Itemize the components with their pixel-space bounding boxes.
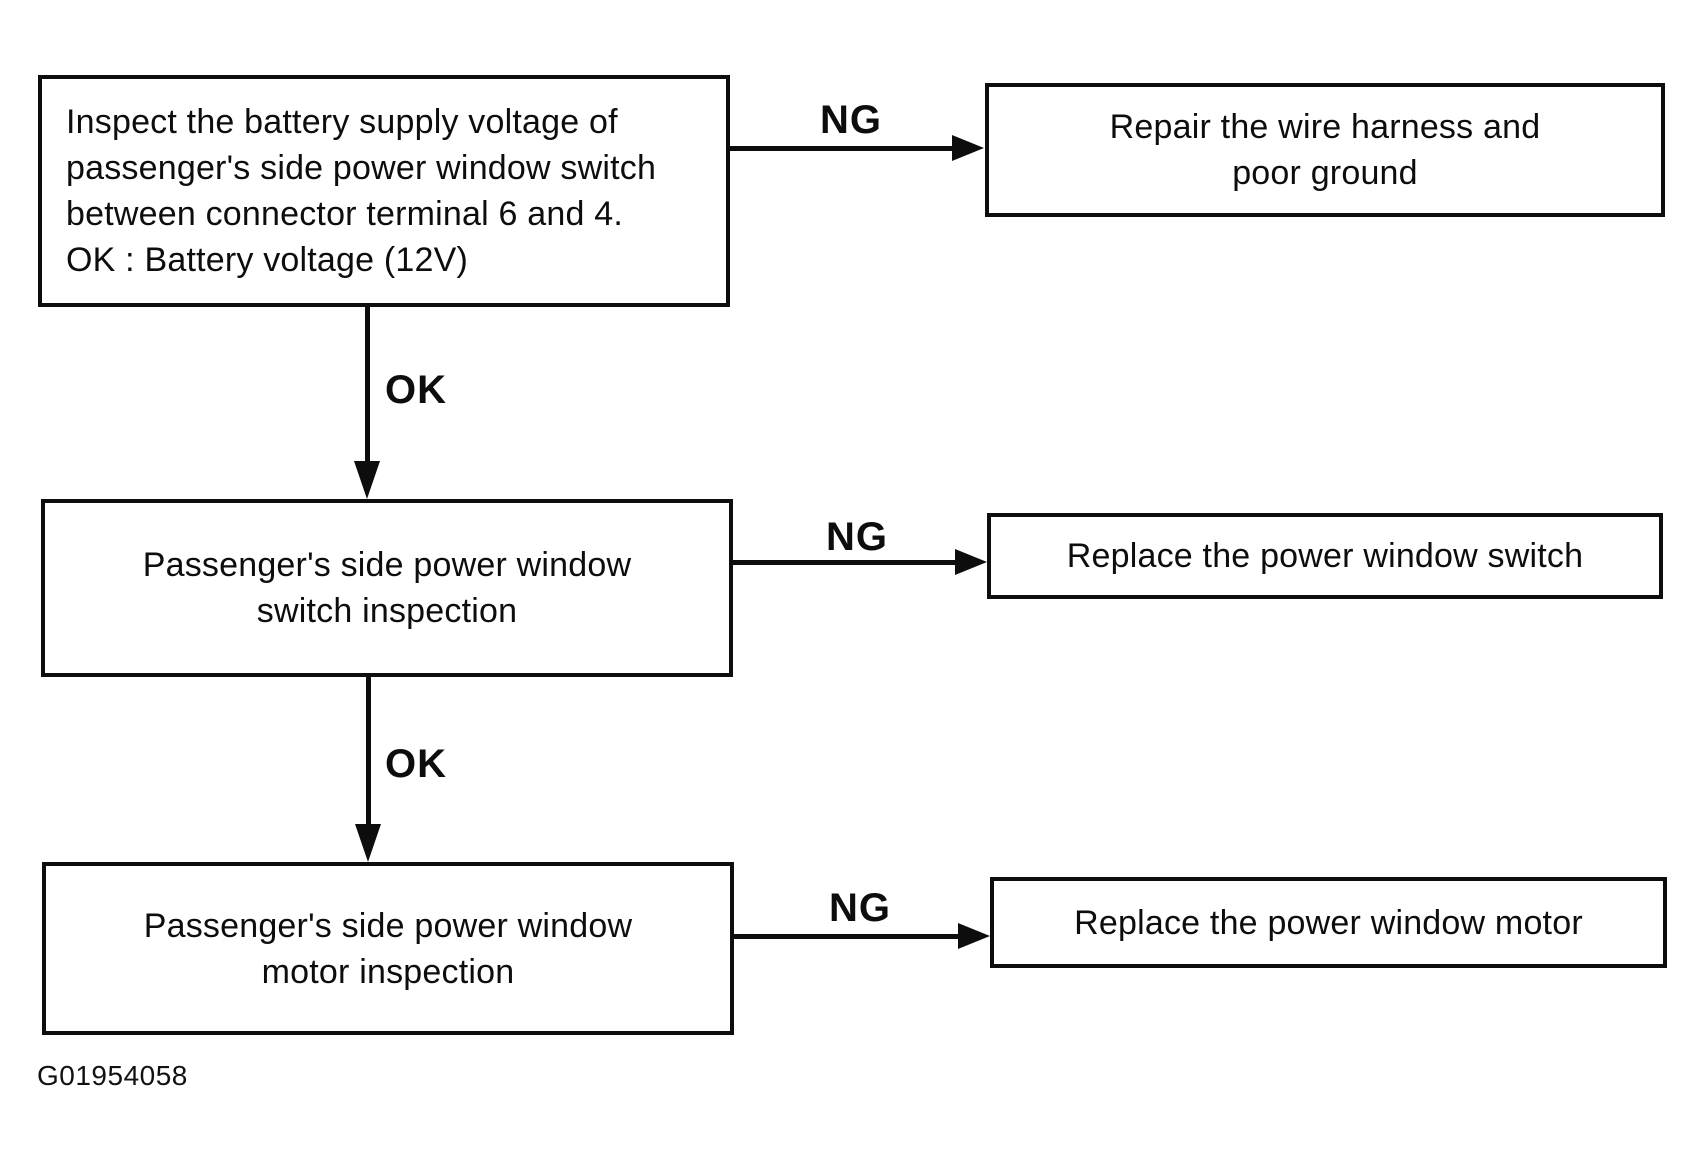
outcome-box-replace-switch: Replace the power window switch	[987, 513, 1663, 599]
arrow-head-ok-1-icon	[354, 461, 380, 499]
outcome-box-repair-harness-text: Repair the wire harness and poor ground	[1109, 108, 1541, 192]
arrow-head-ng-2-icon	[955, 549, 987, 575]
edge-label-ng-3: NG	[829, 886, 891, 930]
step-box-battery-voltage-check: Inspect the battery supply voltage of pa…	[38, 75, 730, 307]
arrow-line-ng-3	[734, 934, 960, 939]
step-box-motor-inspection-text: Passenger's side power window motor insp…	[143, 906, 633, 991]
step-box-battery-voltage-check-text: Inspect the battery supply voltage of pa…	[66, 103, 657, 279]
arrow-line-ng-2	[733, 560, 957, 565]
edge-label-ok-2: OK	[385, 742, 447, 786]
figure-id-caption: G01954058	[37, 1060, 188, 1091]
outcome-box-replace-motor: Replace the power window motor	[990, 877, 1667, 968]
arrow-line-ok-2	[366, 677, 371, 826]
edge-label-ok-1: OK	[385, 368, 447, 412]
outcome-box-replace-motor-text: Replace the power window motor	[1074, 903, 1583, 942]
step-box-motor-inspection: Passenger's side power window motor insp…	[42, 862, 734, 1035]
outcome-box-repair-harness: Repair the wire harness and poor ground	[985, 83, 1665, 217]
arrow-line-ok-1	[365, 307, 370, 463]
step-box-switch-inspection-text: Passenger's side power window switch ins…	[142, 546, 632, 630]
edge-label-ng-2: NG	[826, 515, 888, 559]
edge-label-ng-1: NG	[820, 98, 882, 142]
arrow-head-ng-3-icon	[958, 923, 990, 949]
outcome-box-replace-switch-text: Replace the power window switch	[1066, 537, 1584, 575]
step-box-switch-inspection: Passenger's side power window switch ins…	[41, 499, 733, 677]
arrow-head-ok-2-icon	[355, 824, 381, 862]
arrow-head-ng-1-icon	[952, 135, 984, 161]
arrow-line-ng-1	[730, 146, 954, 151]
